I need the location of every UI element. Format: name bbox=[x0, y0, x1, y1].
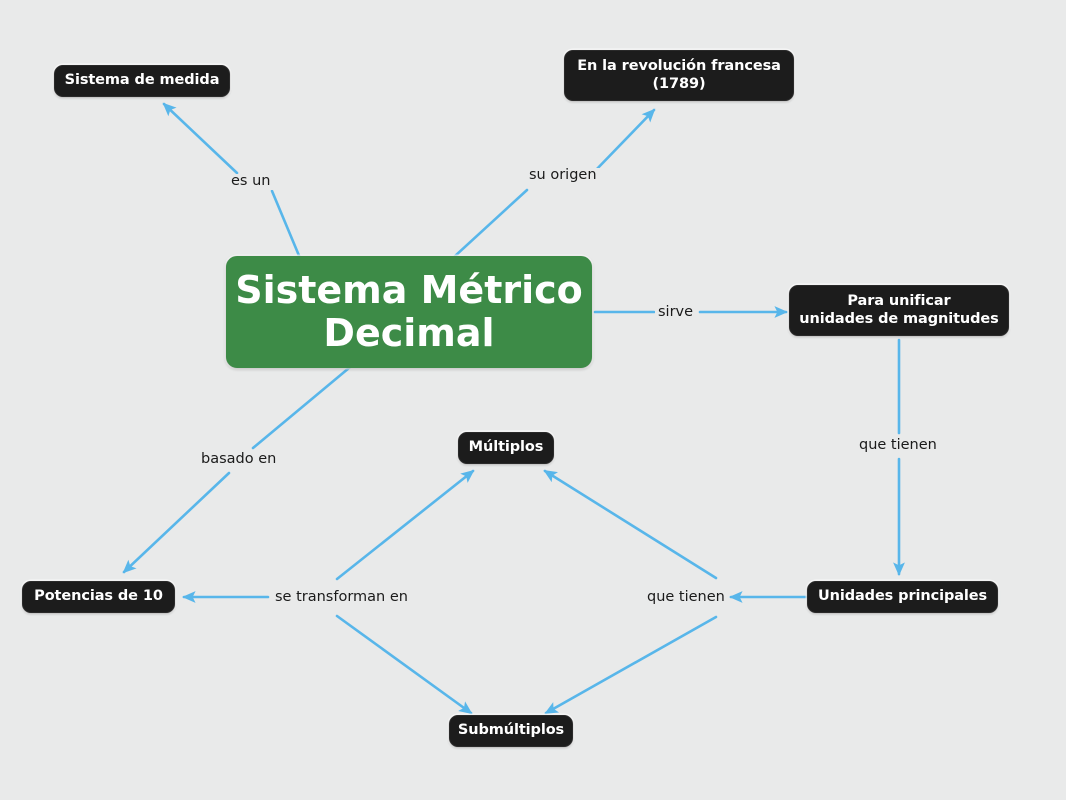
edge-label-que-tienen-vertical: que tienen bbox=[856, 437, 940, 454]
edge-root-to-potencias-lower bbox=[122, 471, 231, 574]
node-sistema-de-medida[interactable]: Sistema de medida bbox=[54, 65, 230, 97]
edge-root-to-potencias-upper bbox=[251, 361, 357, 450]
node-potencias-de-10[interactable]: Potencias de 10 bbox=[22, 581, 175, 613]
edge-root-to-sistema-medida-upper bbox=[162, 102, 239, 175]
edge-root-to-revolucion-lower bbox=[453, 188, 529, 258]
node-root-sistema-metrico-decimal[interactable]: Sistema Métrico Decimal bbox=[226, 256, 592, 368]
node-submultiplos[interactable]: Submúltiplos bbox=[449, 715, 573, 747]
node-para-unificar-unidades[interactable]: Para unificar unidades de magnitudes bbox=[789, 285, 1009, 336]
edge-label-que-tienen-horizontal: que tienen bbox=[644, 589, 728, 606]
edge-label-basado-en: basado en bbox=[198, 451, 280, 468]
node-multiplos[interactable]: Múltiplos bbox=[458, 432, 554, 464]
edge-se-transforman-to-submultiplos bbox=[335, 614, 473, 715]
node-unidades-principales[interactable]: Unidades principales bbox=[807, 581, 998, 613]
edge-label-su-origen: su origen bbox=[526, 167, 600, 184]
edge-que-tienen-to-multiplos bbox=[543, 469, 718, 580]
edge-root-to-sistema-medida-lower bbox=[270, 189, 302, 260]
edge-label-se-transforman-en: se transforman en bbox=[272, 589, 411, 606]
node-revolucion-francesa[interactable]: En la revolución francesa (1789) bbox=[564, 50, 794, 101]
edge-que-tienen-to-submultiplos bbox=[544, 615, 718, 715]
edge-root-to-revolucion-upper bbox=[592, 108, 656, 174]
edge-label-sirve: sirve bbox=[655, 304, 697, 321]
edge-se-transforman-to-multiplos bbox=[335, 469, 475, 581]
edge-label-es-un: es un bbox=[228, 173, 274, 190]
